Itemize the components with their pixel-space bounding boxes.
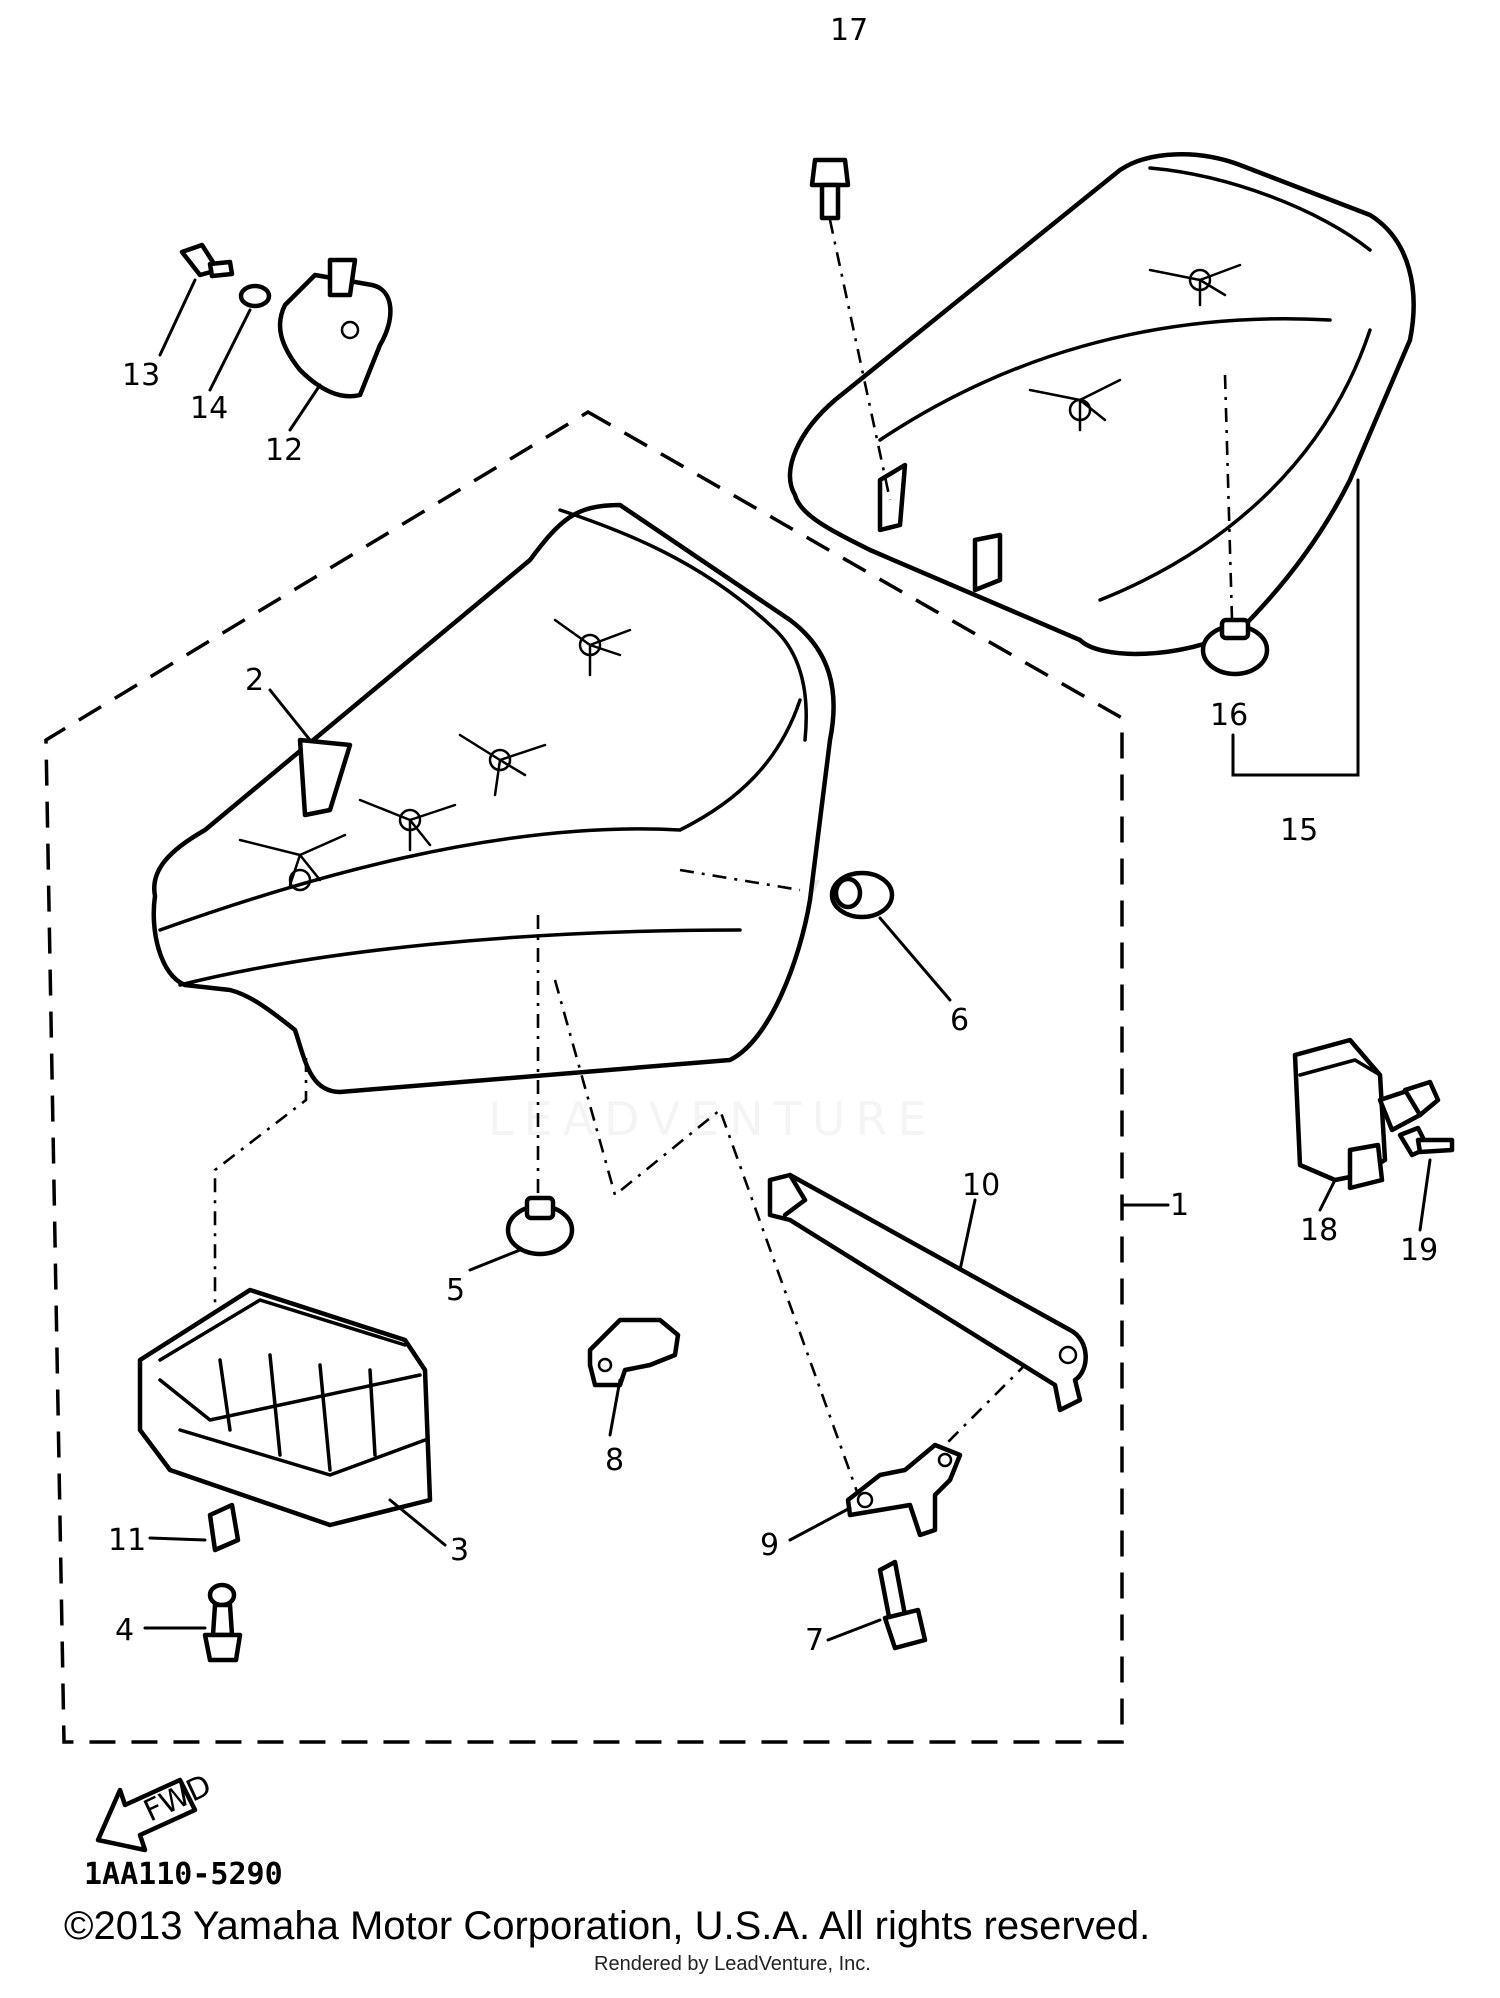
leader-5 [468, 1248, 522, 1272]
nut-11[interactable] [207, 1502, 241, 1553]
bolt-7[interactable] [877, 1559, 928, 1651]
lock-18[interactable] [1292, 1037, 1441, 1191]
rear-seat[interactable] [787, 152, 1416, 657]
watermark-brand: LEADVENTURE [488, 1092, 937, 1146]
leader-3 [388, 1498, 447, 1547]
leader-19 [1418, 1158, 1432, 1232]
front-seat[interactable] [151, 502, 836, 1095]
callout-15: 15 [1280, 813, 1318, 848]
callout-16: 16 [1210, 698, 1248, 733]
leader-10 [958, 1198, 977, 1272]
bracket-8[interactable] [587, 1317, 681, 1388]
center-line-3 [213, 1058, 308, 1385]
center-line-10 [924, 1354, 1036, 1466]
callout-numbers: 1 2 3 4 5 6 7 8 9 10 11 12 13 14 15 16 1… [108, 13, 1438, 1658]
lock-12[interactable] [277, 257, 393, 399]
rendered-by-notice: Rendered by LeadVenture, Inc. [594, 1953, 871, 1975]
bolt-17[interactable] [809, 157, 851, 221]
callout-9: 9 [760, 1528, 779, 1563]
callout-5: 5 [446, 1273, 465, 1308]
callout-4: 4 [115, 1613, 134, 1648]
washer-14[interactable] [238, 283, 272, 309]
drawing-code: 1AA110-5290 [84, 1857, 283, 1892]
fwd-arrow: FWD [95, 1768, 217, 1853]
leader-13 [158, 278, 197, 357]
screw-13[interactable] [179, 242, 235, 279]
bracket-15 [1231, 478, 1360, 777]
leader-18 [1318, 1178, 1337, 1212]
center-line-6 [679, 868, 801, 892]
leader-11 [148, 1536, 207, 1542]
leader-9 [788, 1506, 852, 1542]
callout-1: 1 [1170, 1188, 1189, 1223]
callout-19: 19 [1400, 1233, 1438, 1268]
callout-3: 3 [450, 1533, 469, 1568]
callout-10: 10 [962, 1168, 1000, 1203]
seat-strap[interactable] [297, 737, 353, 818]
damper-6[interactable] [829, 870, 895, 920]
leader-6 [878, 916, 952, 1002]
callout-6: 6 [950, 1003, 969, 1038]
damper-16[interactable] [1200, 617, 1270, 677]
callout-8: 8 [605, 1443, 624, 1478]
callout-11: 11 [108, 1523, 146, 1558]
leader-16-center [1223, 374, 1234, 621]
callout-14: 14 [190, 391, 228, 426]
center-line-9 [553, 979, 862, 1501]
callout-2: 2 [245, 663, 264, 698]
leader-12 [288, 383, 322, 432]
key-19[interactable] [1397, 1125, 1455, 1158]
leader-17-center [828, 219, 892, 501]
tray-3[interactable] [137, 1287, 433, 1528]
assembly-boundary [44, 409, 1124, 1744]
rod-10[interactable] [767, 1172, 1088, 1413]
leader-7 [826, 1618, 882, 1642]
leader-2 [268, 688, 312, 742]
callout-18: 18 [1300, 1213, 1338, 1248]
callout-13: 13 [122, 358, 160, 393]
callout-7: 7 [805, 1623, 824, 1658]
pin-4[interactable] [202, 1582, 243, 1663]
bracket-9[interactable] [845, 1442, 963, 1538]
callout-12: 12 [265, 433, 303, 468]
callout-17: 17 [830, 13, 868, 48]
damper-5[interactable] [505, 1195, 575, 1257]
leader-14 [208, 308, 252, 392]
leader-8 [608, 1378, 622, 1437]
copyright-notice: ©2013 Yamaha Motor Corporation, U.S.A. A… [64, 1904, 1151, 1948]
